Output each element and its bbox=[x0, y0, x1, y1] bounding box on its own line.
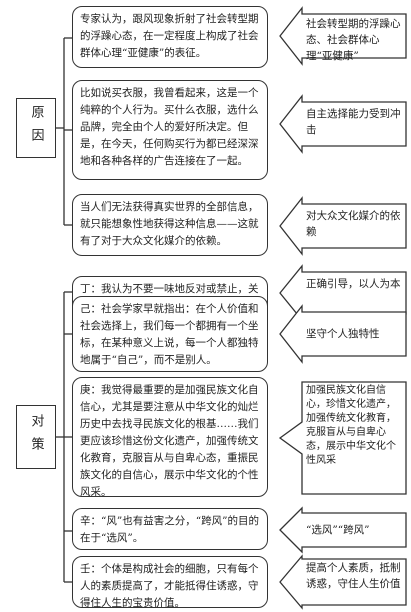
countermeasure-arrow-4: “选风”“跨风” bbox=[279, 506, 407, 554]
countermeasure-arrow-2: 坚守个人独特性 bbox=[279, 304, 407, 364]
cause-item-2: 比如说买衣服，我曾看起来，这是一个纯粹的个人行为。买什么衣服，选什么品牌，完全由… bbox=[72, 80, 268, 180]
cause-arrow-1: 社会转型期的浮躁心态、社会群体心理“亚健康” bbox=[279, 6, 407, 66]
countermeasure-summary-3: 加强民族文化自信心，珍惜文化遗产，加强传统文化教育，克服盲从与自卑心态，展示中华… bbox=[306, 385, 396, 466]
cause-item-1: 专家认为，跟风现象折射了社会转型期的浮躁心态，在一定程度上构成了社会群体心理“亚… bbox=[72, 6, 268, 68]
countermeasure-summary-1: 正确引导，以人为本 bbox=[306, 278, 401, 290]
cause-summary-2: 自主选择能力受到冲击 bbox=[306, 108, 401, 136]
cause-summary-1: 社会转型期的浮躁心态、社会群体心理“亚健康” bbox=[306, 18, 401, 62]
countermeasure-arrow-3: 加强民族文化自信心，珍惜文化遗产，加强传统文化教育，克服盲从与自卑心态，展示中华… bbox=[278, 378, 407, 498]
cause-arrow-2: 自主选择能力受到冲击 bbox=[279, 94, 407, 154]
cause-arrow-3: 对大众文化媒介的依赖 bbox=[279, 196, 407, 256]
countermeasure-item-2: 己：社会学家早就指出：在个人价值和社会选择上，我们每一个都拥有一个坐标，在某种意… bbox=[72, 296, 268, 372]
category-countermeasure: 对策 bbox=[16, 405, 56, 469]
countermeasure-summary-4: “选风”“跨风” bbox=[306, 524, 370, 536]
cause-summary-3: 对大众文化媒介的依赖 bbox=[306, 210, 401, 238]
countermeasure-summary-2: 坚守个人独特性 bbox=[306, 328, 380, 340]
cause-item-3: 当人们无法获得真实世界的全部信息，就只能想象性地获得这种信息——这就有了对于大众… bbox=[72, 194, 268, 256]
countermeasure-item-5: 壬：个体是构成社会的细胞，只有每个人的素质提高了，才能抵得住诱惑，守得住人生的宝… bbox=[72, 556, 268, 608]
countermeasure-item-3: 庚：我觉得最重要的是加强民族文化自信心，尤其是要注意从中华文化的灿烂历史中去找寻… bbox=[72, 377, 268, 497]
category-cause: 原因 bbox=[16, 98, 56, 158]
countermeasure-arrow-5: 提高个人素质，抵制诱惑，守住人生价值 bbox=[279, 554, 407, 610]
countermeasure-summary-5: 提高个人素质，抵制诱惑，守住人生价值 bbox=[306, 562, 401, 590]
countermeasure-item-4: 辛：“风”也有益害之分，“跨风”的目的在于“选风”。 bbox=[72, 508, 268, 550]
